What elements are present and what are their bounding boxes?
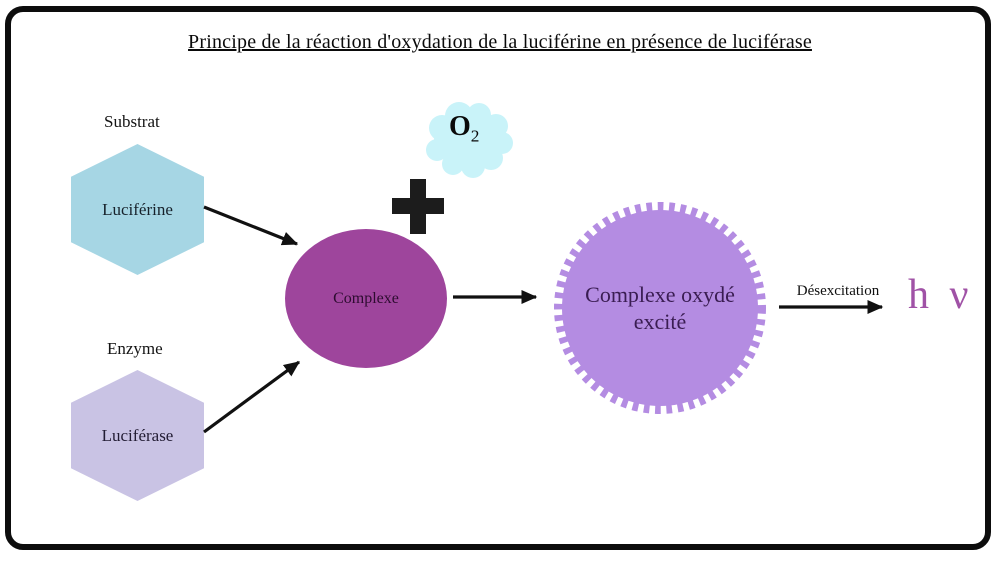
oxygen-symbol: O	[449, 111, 471, 142]
enzyme-category-label: Enzyme	[107, 339, 163, 358]
cloud-icon	[426, 102, 513, 178]
oxygen-subscript: 2	[470, 126, 480, 146]
photon-label: h ν	[908, 272, 969, 318]
substrate-category-label: Substrat	[104, 112, 160, 131]
complex-label: Complexe	[333, 289, 399, 307]
enzyme-hexagon: Luciférase	[71, 370, 204, 501]
desexcitation-label: Désexcitation	[796, 283, 880, 299]
excited-complex-line1: Complexe oxydé	[585, 282, 735, 307]
substrate-name-label: Luciférine	[102, 199, 173, 219]
excited-complex-label: Complexe oxydé excité	[574, 282, 746, 336]
page-title: Principe de la réaction d'oxydation de l…	[188, 31, 812, 53]
enzyme-name-label: Luciférase	[101, 425, 174, 445]
gear-icon	[554, 202, 766, 414]
excited-complex-line2: excité	[633, 308, 687, 334]
oxygen-label: O2	[449, 111, 479, 147]
complex-ellipse: Complexe	[285, 229, 447, 368]
plus-icon	[392, 179, 444, 234]
